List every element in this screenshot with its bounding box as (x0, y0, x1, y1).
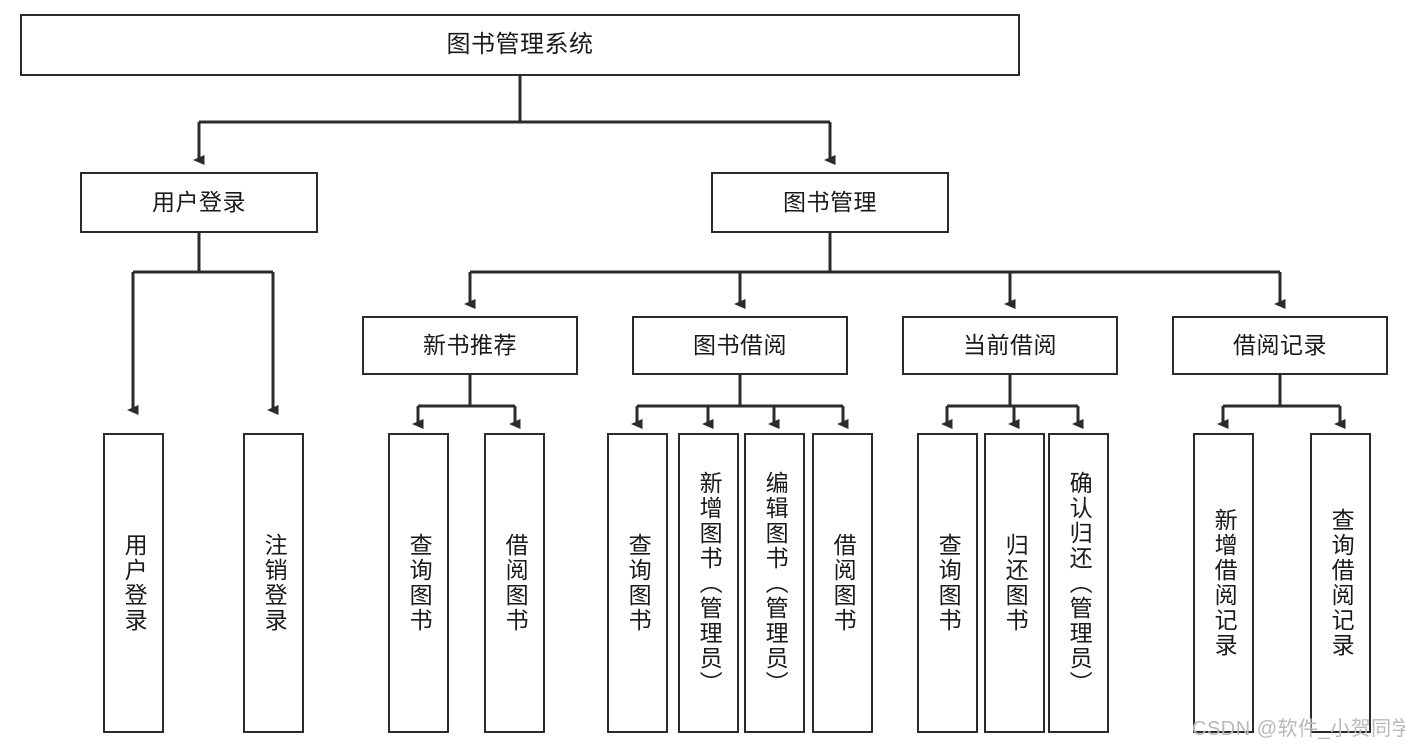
node-label: 当前借阅 (963, 332, 1057, 359)
node-leaf-query-record[interactable]: 查询借阅记录 (1310, 433, 1371, 733)
node-label: 新书推荐 (423, 332, 517, 359)
node-user-login[interactable]: 用户登录 (80, 172, 318, 233)
node-leaf-add-record[interactable]: 新增借阅记录 (1193, 433, 1254, 733)
node-leaf-borrow-book-2[interactable]: 借阅图书 (812, 433, 873, 733)
node-leaf-query-book-2[interactable]: 查询图书 (607, 433, 668, 733)
node-leaf-confirm-return[interactable]: 确认归还（管理员） (1048, 433, 1109, 733)
node-borrow-record[interactable]: 借阅记录 (1172, 316, 1388, 375)
node-book-management[interactable]: 图书管理 (711, 172, 949, 233)
node-label: 新增借阅记录 (1211, 508, 1238, 658)
node-label: 查询借阅记录 (1328, 508, 1355, 658)
node-leaf-logout-login[interactable]: 注销登录 (243, 433, 304, 733)
node-current-borrow[interactable]: 当前借阅 (902, 316, 1118, 375)
node-book-borrow[interactable]: 图书借阅 (632, 316, 848, 375)
node-label: 归还图书 (1002, 533, 1029, 633)
node-label: 查询图书 (406, 533, 433, 633)
node-leaf-add-book[interactable]: 新增图书（管理员） (678, 433, 739, 733)
node-leaf-user-login[interactable]: 用户登录 (103, 433, 164, 733)
node-label: 查询图书 (935, 533, 962, 633)
node-new-book-recommend[interactable]: 新书推荐 (362, 316, 578, 375)
node-leaf-borrow-book-1[interactable]: 借阅图书 (484, 433, 545, 733)
node-label: 用户登录 (152, 189, 246, 216)
node-label: 用户登录 (121, 533, 148, 633)
node-leaf-query-book-3[interactable]: 查询图书 (917, 433, 978, 733)
node-label: 借阅图书 (830, 533, 857, 633)
node-label: 借阅图书 (502, 533, 529, 633)
node-label: 查询图书 (625, 533, 652, 633)
node-label: 图书管理系统 (446, 31, 594, 59)
node-label: 新增图书（管理员） (696, 470, 723, 696)
node-label: 编辑图书（管理员） (762, 470, 789, 696)
node-leaf-edit-book[interactable]: 编辑图书（管理员） (744, 433, 805, 733)
node-label: 图书借阅 (693, 332, 787, 359)
node-label: 确认归还（管理员） (1066, 470, 1093, 696)
node-label: 注销登录 (261, 533, 288, 633)
node-label: 借阅记录 (1233, 332, 1327, 359)
node-leaf-query-book-1[interactable]: 查询图书 (388, 433, 449, 733)
node-root-system[interactable]: 图书管理系统 (20, 14, 1020, 76)
node-leaf-return-book[interactable]: 归还图书 (984, 433, 1045, 733)
node-label: 图书管理 (783, 189, 877, 216)
